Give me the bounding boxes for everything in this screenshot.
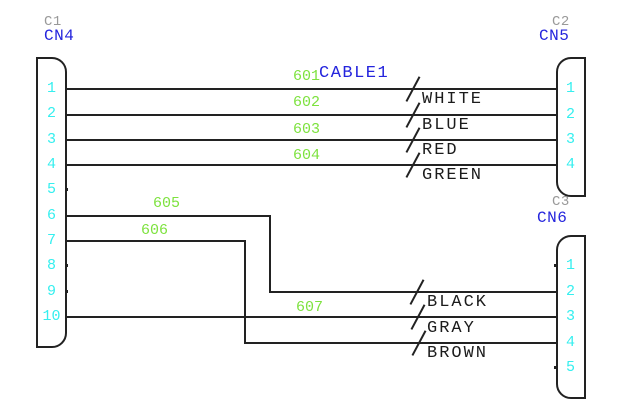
cn4-pin-9: 9: [46, 283, 56, 300]
cn4-pin-6: 6: [46, 207, 56, 224]
wire-607-line: [67, 316, 556, 318]
wire-605-number: 605: [152, 195, 180, 212]
cn4-pin-3: 3: [46, 131, 56, 148]
wire-603-color-label: RED: [422, 141, 459, 160]
connector-cn5-ref: C2: [552, 14, 570, 30]
wire-606-line-a: [67, 240, 246, 242]
wire-602-color-label: BLUE: [422, 116, 471, 135]
cn5-pin-3: 3: [565, 131, 575, 148]
cn4-pin-10: 10: [42, 308, 61, 325]
cn5-pin-4: 4: [565, 156, 575, 173]
connector-cn4-ref: C1: [44, 14, 62, 30]
wire-605-line-c: [269, 291, 556, 293]
wire-604-line: [67, 164, 556, 166]
cn4-pin-9-stub: [65, 290, 68, 293]
connector-cn6-name: CN6: [537, 209, 568, 227]
wire-606-number: 606: [140, 222, 168, 239]
connector-cn5-body: [556, 57, 586, 197]
wire-606-line-b: [244, 240, 246, 343]
cn4-pin-8: 8: [46, 257, 56, 274]
wire-607-color-label: GRAY: [427, 319, 476, 338]
cn4-pin-4: 4: [46, 156, 56, 173]
wire-602-number: 602: [292, 94, 320, 111]
cn6-pin-2: 2: [565, 283, 575, 300]
connector-cn5-name: CN5: [539, 27, 570, 45]
cn6-pin-1: 1: [565, 257, 575, 274]
cn4-pin-1: 1: [46, 80, 56, 97]
wire-602-line: [67, 114, 556, 116]
cn6-pin-3: 3: [565, 308, 575, 325]
wire-606-color-label: BROWN: [427, 344, 489, 363]
connector-cn6-body: [556, 235, 586, 399]
cn4-pin-7: 7: [46, 232, 56, 249]
wire-606-line-c: [244, 342, 556, 344]
wire-605-color-label: BLACK: [427, 293, 489, 312]
cn4-pin-2: 2: [46, 105, 56, 122]
cn5-pin-1: 1: [565, 80, 575, 97]
wire-605-line-b: [269, 215, 271, 293]
cn4-pin-5: 5: [46, 181, 56, 198]
cn5-pin-2: 2: [565, 106, 575, 123]
wire-604-number: 604: [292, 147, 320, 164]
cn6-pin-5-stub: [554, 366, 557, 369]
connector-cn4-body: [36, 57, 67, 348]
wire-603-line: [67, 139, 556, 141]
wire-605-line-a: [67, 215, 271, 217]
cn6-pin-1-stub: [554, 264, 557, 267]
cn4-pin-5-stub: [65, 188, 68, 191]
wire-604-color-label: GREEN: [422, 166, 484, 185]
wire-607-number: 607: [295, 299, 323, 316]
cn6-pin-4: 4: [565, 334, 575, 351]
cable-name-label: CABLE1: [319, 64, 390, 83]
cn4-pin-8-stub: [65, 264, 68, 267]
wire-601-color-label: WHITE: [422, 90, 484, 109]
wire-601-line: [67, 88, 556, 90]
wire-601-number: 601: [292, 68, 320, 85]
wire-603-number: 603: [292, 121, 320, 138]
connector-cn6-ref: C3: [552, 194, 570, 210]
cn6-pin-5: 5: [565, 359, 575, 376]
connector-cn4-name: CN4: [44, 27, 75, 45]
